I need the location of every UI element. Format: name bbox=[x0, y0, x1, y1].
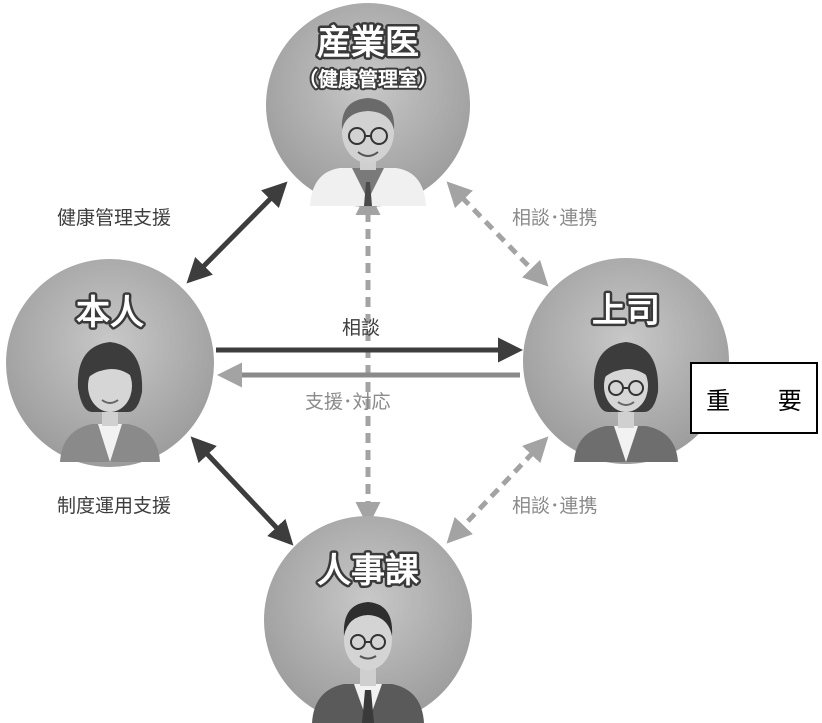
label-self-personnel: 制度運用支援 bbox=[57, 495, 171, 517]
arrow-self-personnel bbox=[190, 436, 294, 546]
woman-glasses-avatar-icon bbox=[574, 342, 678, 462]
personnel-title: 人事課 bbox=[317, 551, 419, 591]
label-physician-supervisor: 相談･連携 bbox=[512, 207, 598, 229]
node-self: 本人 bbox=[6, 259, 214, 467]
label-supervisor-personnel: 相談･連携 bbox=[512, 495, 598, 517]
label-self-physician: 健康管理支援 bbox=[57, 207, 171, 229]
physician-subtitle: （健康管理室） bbox=[298, 67, 438, 91]
node-personnel: 人事課 bbox=[264, 516, 472, 723]
woman-avatar-icon bbox=[60, 342, 160, 462]
node-supervisor: 上司 bbox=[523, 258, 729, 464]
node-occupational-physician: 産業医 （健康管理室） bbox=[266, 3, 470, 207]
physician-title: 産業医 bbox=[317, 23, 419, 63]
man-avatar-icon bbox=[312, 602, 424, 723]
label-self-to-supervisor: 相談 bbox=[342, 317, 380, 339]
self-title: 本人 bbox=[76, 293, 144, 333]
supervisor-title: 上司 bbox=[592, 291, 660, 331]
arrow-physician-supervisor bbox=[446, 181, 549, 287]
arrow-self-physician bbox=[186, 181, 288, 284]
arrow-supervisor-personnel bbox=[446, 436, 549, 544]
doctor-avatar-icon bbox=[310, 98, 426, 206]
important-callout: 重 要 bbox=[690, 362, 818, 434]
label-supervisor-to-self: 支援･対応 bbox=[305, 391, 391, 413]
important-label: 重 要 bbox=[706, 386, 822, 415]
